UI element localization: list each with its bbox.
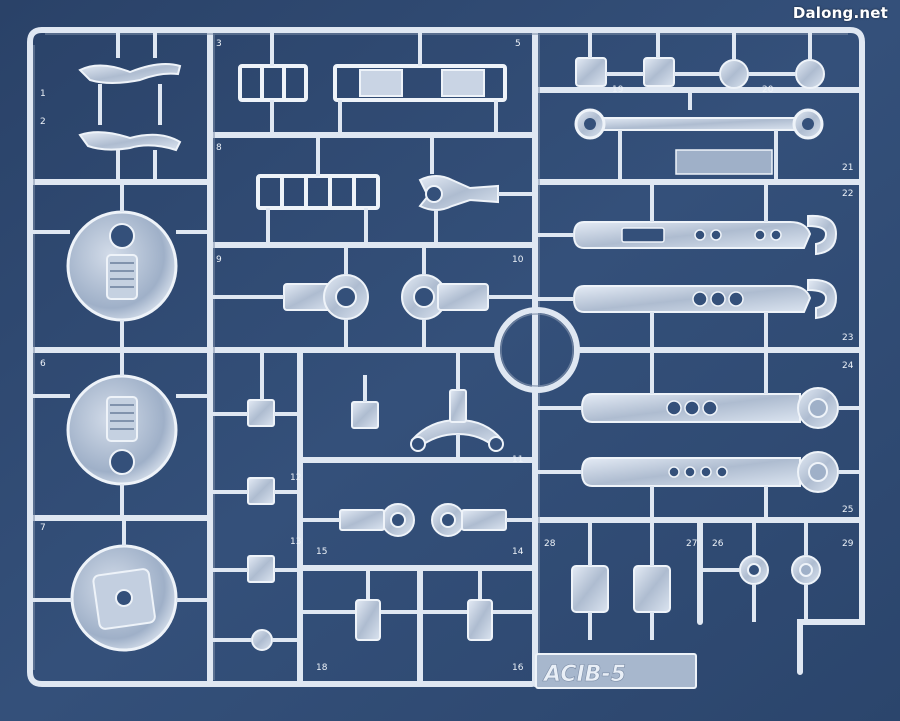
part-number: 26 — [712, 539, 724, 549]
part-number: 20 — [762, 85, 774, 95]
curved-arm-parts — [78, 63, 182, 152]
bottom-right-parts — [571, 555, 821, 613]
part-number: 2 — [40, 117, 46, 127]
sprue-frame — [27, 27, 865, 687]
clip-part — [418, 175, 499, 211]
part-number: 5 — [515, 39, 521, 49]
part-number: 28 — [544, 539, 556, 549]
sprue-ring — [494, 307, 580, 393]
sprue-code: ACIB-5 — [542, 662, 626, 687]
part-number: 18 — [316, 663, 328, 673]
part-number: 13 — [290, 537, 301, 547]
part-number: 10 — [512, 255, 524, 265]
part-number: 8 — [216, 143, 222, 153]
sprue-code-plate — [535, 653, 697, 689]
part-number: 29 — [842, 539, 854, 549]
part-number: 14 — [512, 547, 524, 557]
part-number: 1 — [40, 89, 46, 99]
part-number: 25 — [842, 505, 853, 515]
part-number: 19 — [612, 85, 624, 95]
part-number: 22 — [842, 189, 853, 199]
part-number: 7 — [40, 523, 46, 533]
part-number: 9 — [216, 255, 222, 265]
part-number: 11 — [512, 455, 523, 465]
part-number-tags: 1 2 3 5 6 7 8 9 10 11 12 13 14 15 16 18 … — [40, 39, 854, 673]
round-disc-parts — [66, 210, 178, 652]
part-number: 27 — [686, 539, 697, 549]
part-number: 15 — [316, 547, 327, 557]
part-number: 3 — [216, 39, 222, 49]
molded-text-plate — [675, 149, 773, 175]
part-number: 6 — [40, 359, 46, 369]
part-number: 23 — [842, 333, 853, 343]
rod-part — [574, 108, 824, 140]
part-number: 12 — [290, 473, 301, 483]
gear-parts — [339, 503, 507, 537]
joint-parts — [283, 274, 489, 320]
part-number: 16 — [512, 663, 524, 673]
part-number: 21 — [842, 163, 853, 173]
part-number: 24 — [842, 361, 854, 371]
watermark: Dalong.net — [792, 4, 888, 22]
